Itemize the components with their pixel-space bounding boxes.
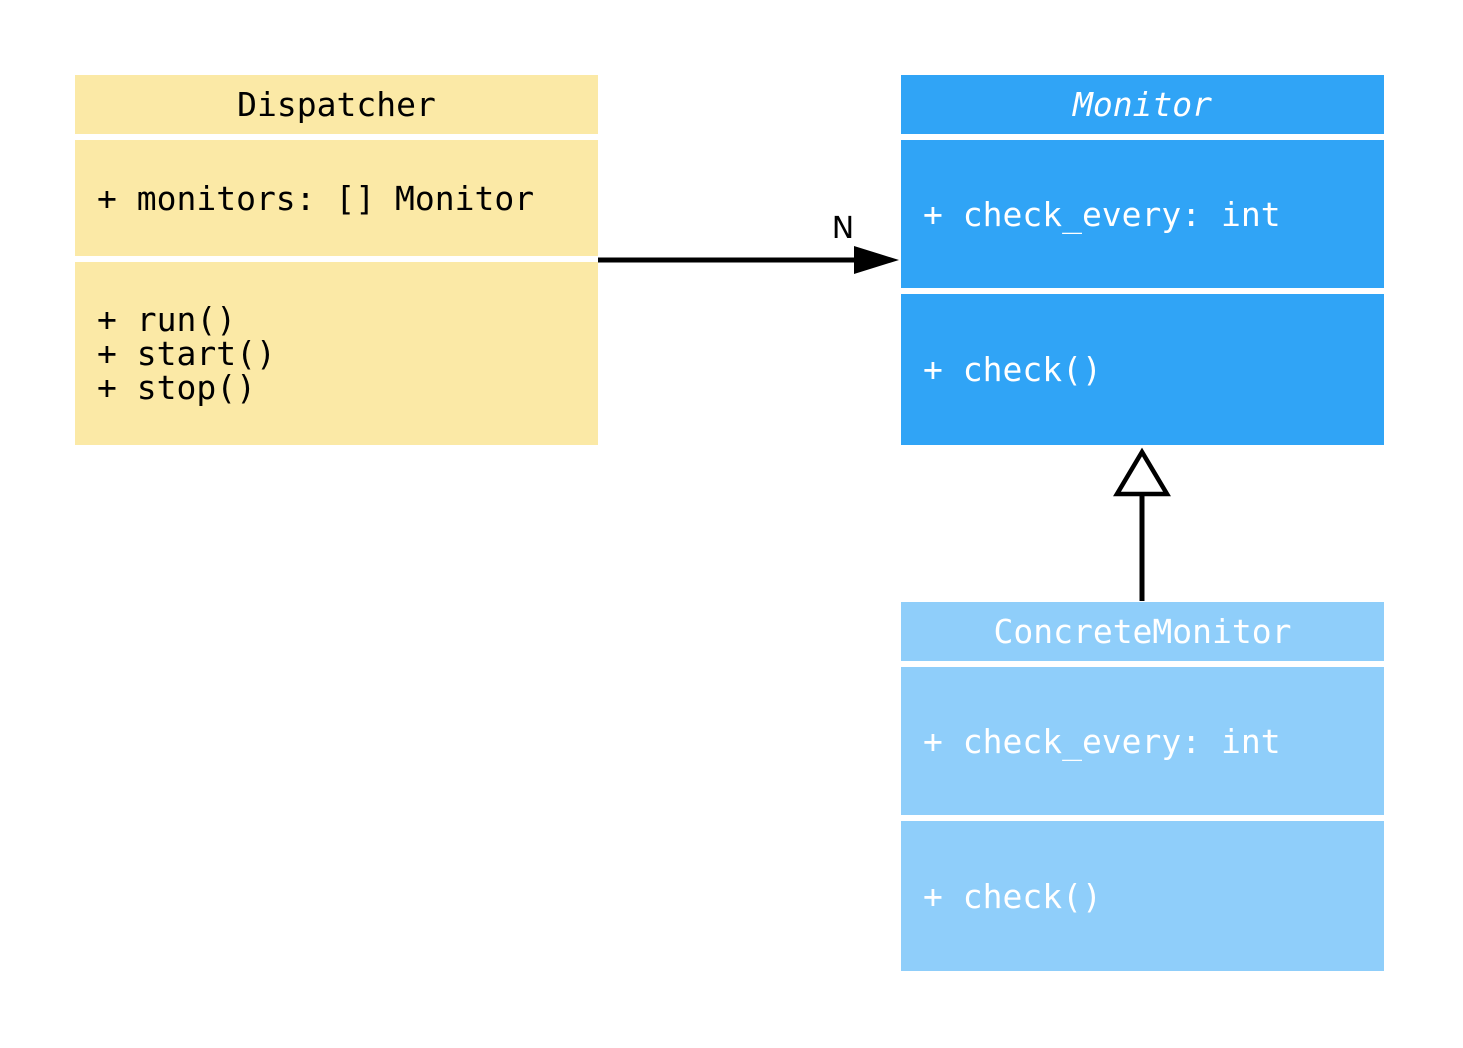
class-box-monitor[interactable]: Monitor + check_every: int + check() — [901, 75, 1384, 445]
class-methods-monitor: + check() — [901, 294, 1384, 445]
method-item: + check() — [923, 876, 1102, 916]
class-title-monitor: Monitor — [901, 75, 1384, 134]
method-item: + stop() — [97, 367, 256, 407]
association-arrowhead-icon — [854, 246, 899, 274]
method-item: + start() — [97, 333, 276, 373]
association-multiplicity-label: N — [831, 211, 855, 246]
class-attributes-concrete-monitor: + check_every: int — [901, 667, 1384, 815]
attribute-item: + check_every: int — [923, 721, 1281, 761]
class-methods-concrete-monitor: + check() — [901, 821, 1384, 971]
attribute-item: + monitors: [] Monitor — [97, 178, 535, 218]
inheritance-triangle-icon — [1113, 447, 1171, 497]
class-box-dispatcher[interactable]: Dispatcher + monitors: [] Monitor + run(… — [75, 75, 598, 445]
class-title-dispatcher: Dispatcher — [75, 75, 598, 134]
class-attributes-dispatcher: + monitors: [] Monitor — [75, 140, 598, 256]
class-attributes-monitor: + check_every: int — [901, 140, 1384, 288]
class-methods-dispatcher: + run() + start() + stop() — [75, 262, 598, 445]
attribute-item: + check_every: int — [923, 194, 1281, 234]
class-box-concrete-monitor[interactable]: ConcreteMonitor + check_every: int + che… — [901, 602, 1384, 971]
method-item: + check() — [923, 350, 1102, 389]
class-title-concrete-monitor: ConcreteMonitor — [901, 602, 1384, 661]
method-item: + run() — [97, 299, 237, 339]
